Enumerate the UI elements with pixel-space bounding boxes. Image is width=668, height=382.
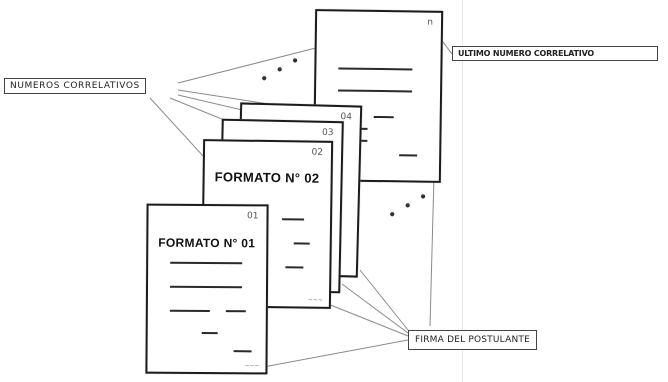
callout-numeros-correlativos: NUMEROS CORRELATIVOS	[4, 78, 146, 94]
page-number-02: 02	[311, 147, 324, 158]
text-line	[233, 350, 252, 353]
text-line	[170, 261, 243, 265]
text-line	[338, 67, 413, 71]
signature-mark: ~~~	[244, 362, 260, 370]
leader-firma-to-page04	[359, 269, 409, 331]
callout-ultimo-numero-correlativo: ULTIMO NUMERO CORRELATIVO	[452, 46, 658, 61]
page-number-last: n	[427, 17, 434, 28]
text-line	[225, 310, 246, 313]
text-line	[338, 89, 413, 93]
signature-mark: ~~~	[307, 296, 323, 304]
page-number-03: 03	[321, 127, 334, 139]
leader-firma-to-page03	[341, 283, 409, 334]
scan-divider-line	[462, 0, 463, 382]
page-title-formato-02: FORMATO N° 02	[214, 169, 320, 186]
leader-firma-to-page02	[317, 299, 409, 337]
leader-firma-to-page01	[257, 339, 409, 369]
callout-firma-del-postulante: FIRMA DEL POSTULANTE	[408, 330, 537, 350]
text-line	[293, 242, 310, 245]
page-formato-01: 01 FORMATO N° 01 ~~~	[145, 203, 269, 375]
text-line	[399, 154, 418, 157]
text-line	[282, 218, 305, 221]
text-line	[170, 285, 243, 289]
page-number-01: 01	[247, 211, 259, 222]
page-title-formato-01: FORMATO N° 01	[158, 235, 256, 251]
text-line	[201, 331, 218, 335]
text-line	[373, 115, 394, 119]
text-line	[169, 309, 210, 313]
text-line	[285, 266, 304, 269]
leader-firma-to-last-page	[429, 175, 435, 327]
